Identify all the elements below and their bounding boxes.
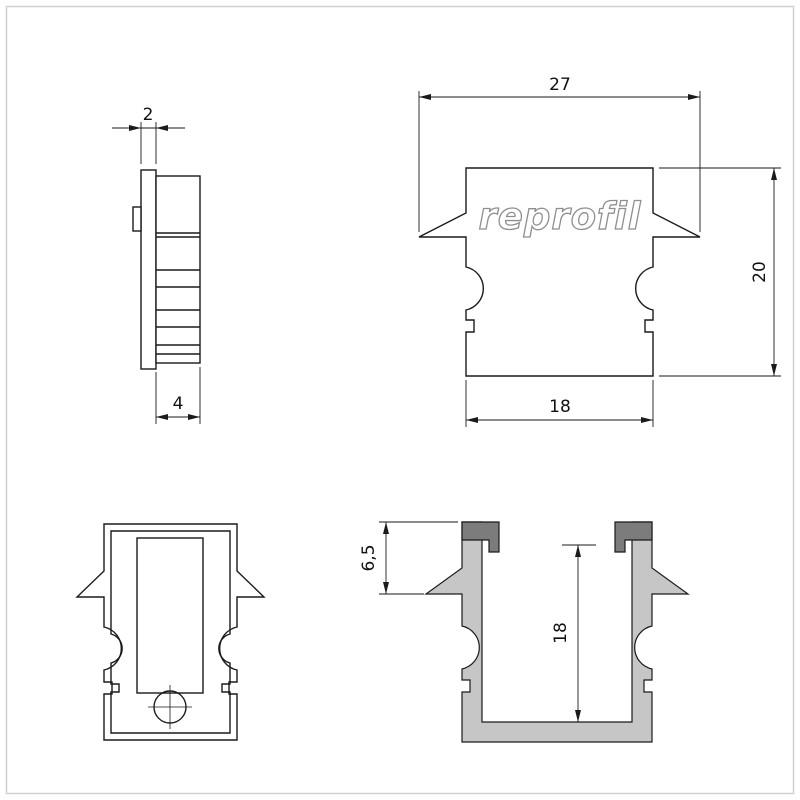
profile-inner-contour <box>110 530 231 734</box>
dimension-label-lip-height: 6,5 <box>359 544 379 571</box>
dimension-label-thickness: 2 <box>143 105 154 125</box>
dimension-label-inner-height: 18 <box>551 622 571 644</box>
side-view <box>132 169 201 370</box>
arrowhead <box>419 94 431 100</box>
reprofil-logo: reprofil <box>479 195 642 238</box>
dimension-label-height: 20 <box>750 261 770 283</box>
arrowhead <box>641 417 653 423</box>
profile-outer-contour <box>75 523 266 741</box>
dimension-label-inner-width: 18 <box>549 397 571 417</box>
dimension-height: 20 <box>659 167 781 377</box>
front-view: reprofil <box>418 167 701 377</box>
end-cap-outline <box>418 167 701 377</box>
dimension-label-outer-width: 27 <box>549 75 571 95</box>
profile-outline-view <box>75 523 266 741</box>
arrowhead <box>383 582 389 594</box>
dimension-lip-height: 6,5 <box>359 521 458 595</box>
arrowhead <box>383 522 389 534</box>
cover-lip-right <box>614 521 653 553</box>
arrowhead <box>575 545 581 557</box>
dimension-outer-width: 27 <box>418 75 701 232</box>
arrowhead <box>575 710 581 722</box>
section-material <box>424 521 690 743</box>
dimension-thickness: 2 <box>112 105 185 164</box>
arrowhead <box>188 414 200 420</box>
dimension-inner-width: 18 <box>465 380 654 427</box>
arrowhead <box>771 364 777 376</box>
end-cap-plate <box>140 169 157 370</box>
dimension-label-depth: 4 <box>173 394 184 414</box>
arrowhead <box>156 125 168 131</box>
dimension-depth: 4 <box>155 367 201 424</box>
dimension-inner-height: 18 <box>551 544 596 722</box>
arrowhead <box>771 168 777 180</box>
section-view <box>424 521 690 743</box>
arrowhead <box>156 414 168 420</box>
arrowhead <box>466 417 478 423</box>
arrowhead <box>688 94 700 100</box>
end-cap-tab <box>132 206 142 232</box>
page-border <box>5 5 795 795</box>
cover-lip-left <box>461 521 500 553</box>
arrowhead <box>129 125 141 131</box>
